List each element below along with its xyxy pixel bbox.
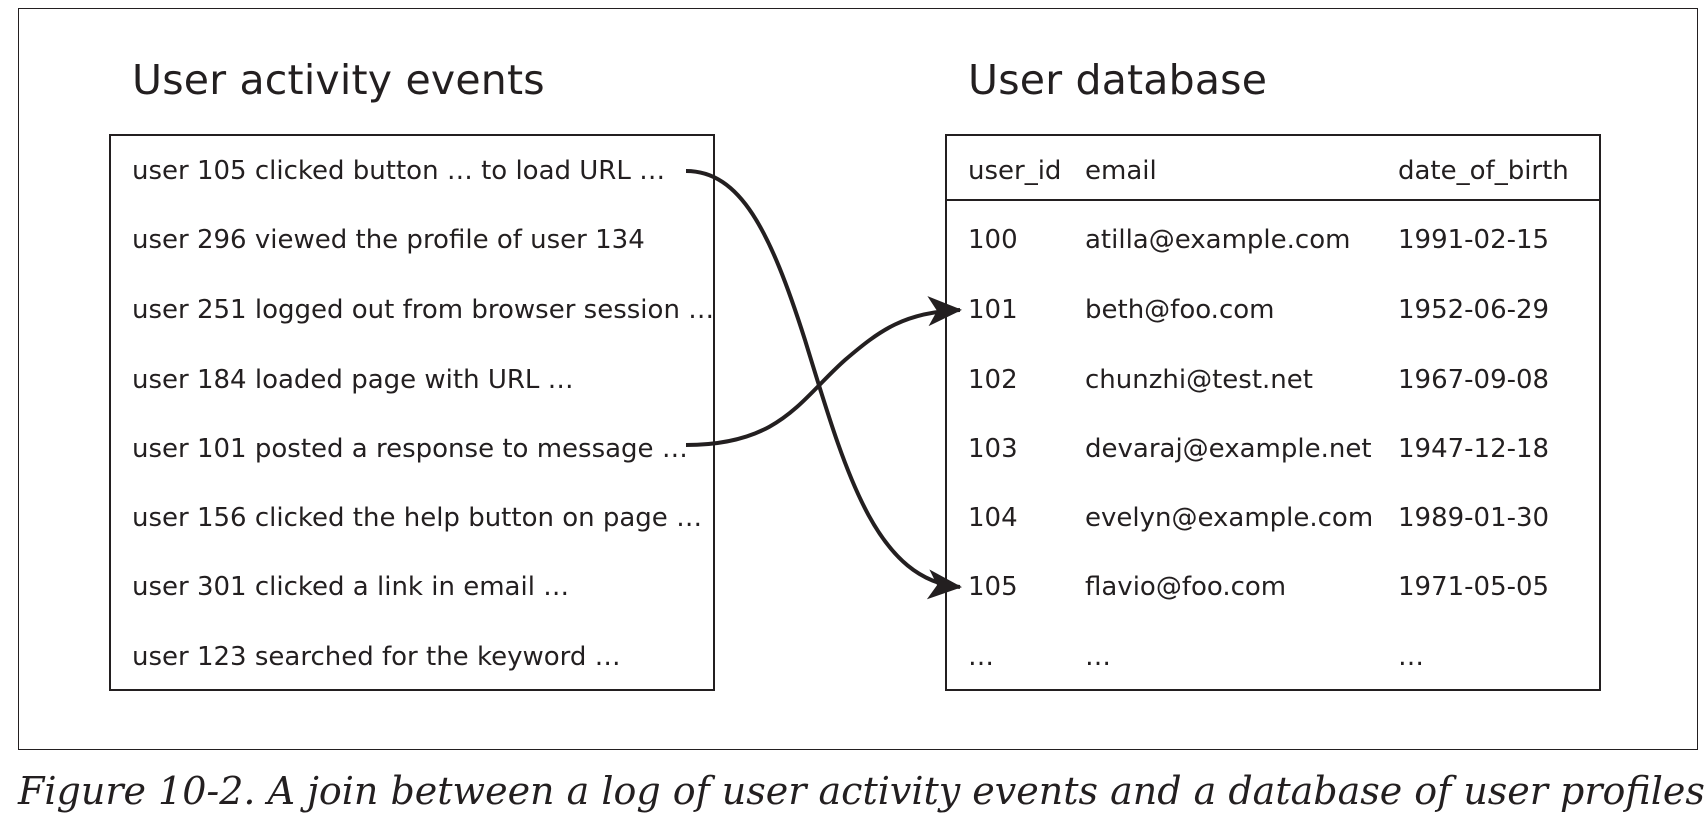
table-header-divider [945, 199, 1601, 201]
date-of-birth-cell: 1989-01-30 [1398, 503, 1550, 533]
events-log-box [109, 134, 715, 691]
email-cell: devaraj@example.net [1085, 434, 1372, 464]
email-cell: chunzhi@test.net [1085, 365, 1313, 395]
date-of-birth-cell: 1971-05-05 [1398, 572, 1550, 602]
column-header-user-id: user_id [968, 156, 1062, 186]
figure-caption: Figure 10-2. A join between a log of use… [18, 769, 1704, 813]
user-id-cell: 101 [968, 295, 1018, 325]
event-row: user 105 clicked button … to load URL … [132, 156, 666, 186]
user-id-cell: 103 [968, 434, 1018, 464]
date-of-birth-cell: 1991-02-15 [1398, 225, 1550, 255]
user-id-cell: 102 [968, 365, 1018, 395]
event-row: user 251 logged out from browser session… [132, 295, 715, 325]
column-header-date-of-birth: date_of_birth [1398, 156, 1569, 186]
email-cell: beth@foo.com [1085, 295, 1275, 325]
events-heading: User activity events [132, 56, 545, 104]
user-id-cell: 105 [968, 572, 1018, 602]
email-cell: flavio@foo.com [1085, 572, 1287, 602]
figure-frame [18, 8, 1698, 750]
database-heading: User database [968, 56, 1268, 104]
user-id-cell: 104 [968, 503, 1018, 533]
event-row: user 156 clicked the help button on page… [132, 503, 703, 533]
date-of-birth-cell: 1952-06-29 [1398, 295, 1550, 325]
email-cell: … [1085, 642, 1111, 672]
event-row: user 101 posted a response to message … [132, 434, 688, 464]
event-row: user 301 clicked a link in email … [132, 572, 570, 602]
date-of-birth-cell: 1967-09-08 [1398, 365, 1550, 395]
email-cell: evelyn@example.com [1085, 503, 1374, 533]
email-cell: atilla@example.com [1085, 225, 1351, 255]
column-header-email: email [1085, 156, 1157, 186]
user-id-cell: 100 [968, 225, 1018, 255]
event-row: user 184 loaded page with URL … [132, 365, 574, 395]
user-id-cell: … [968, 642, 994, 672]
date-of-birth-cell: 1947-12-18 [1398, 434, 1550, 464]
event-row: user 123 searched for the keyword … [132, 642, 621, 672]
date-of-birth-cell: … [1398, 642, 1424, 672]
database-table-box [945, 134, 1601, 691]
event-row: user 296 viewed the profile of user 134 [132, 225, 645, 255]
